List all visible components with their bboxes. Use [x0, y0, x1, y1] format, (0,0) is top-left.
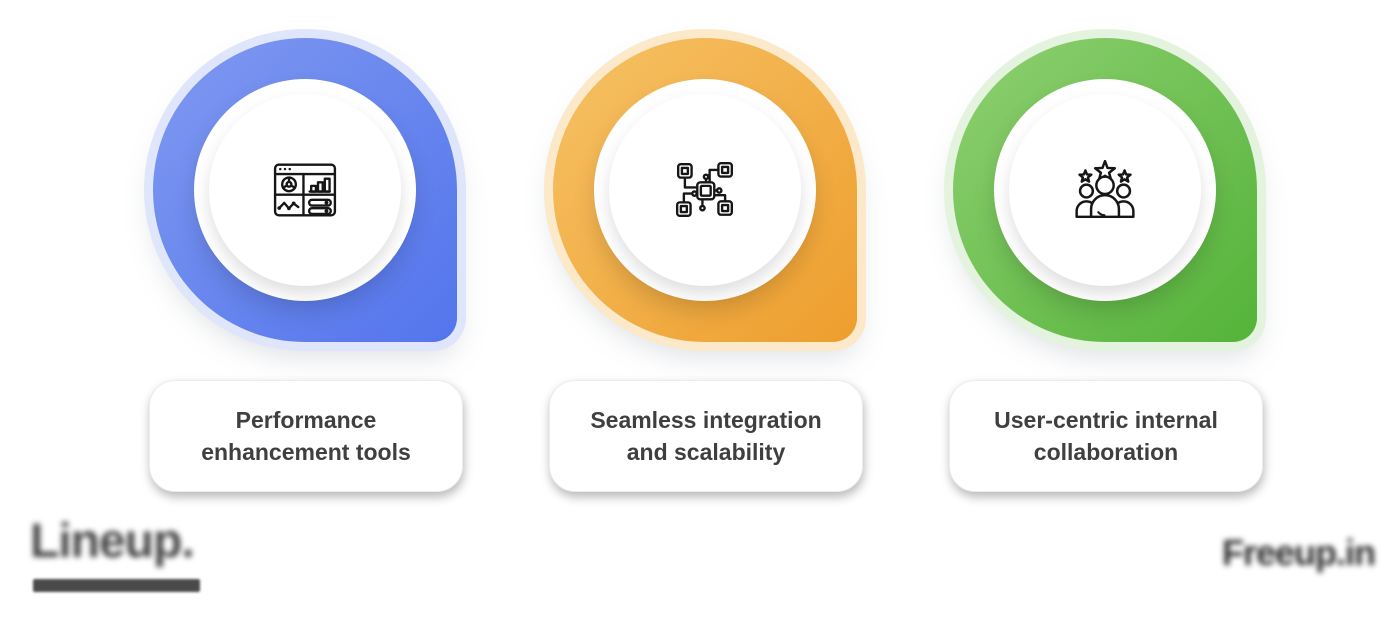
feature-label-line: Seamless integration	[590, 407, 822, 433]
icon-disc	[594, 79, 816, 301]
feature-label-line: Performance	[235, 407, 377, 433]
teardrop-shape-orange	[553, 38, 857, 342]
brand-logo-right: Freeup.in	[1222, 532, 1376, 573]
dashboard-analytics-icon	[273, 163, 337, 217]
icon-disc	[194, 79, 416, 301]
icon-disc-inner	[209, 94, 401, 286]
network-integration-icon	[675, 162, 733, 217]
icon-disc-inner	[1009, 94, 1201, 286]
feature-label-line: collaboration	[1033, 439, 1179, 465]
feature-card: User-centric internal collaboration	[949, 380, 1263, 492]
feature-label: User-centric internal collaboration	[994, 404, 1218, 468]
icon-disc	[994, 79, 1216, 301]
teardrop-shape-green	[953, 38, 1257, 342]
brand-logo-left: Lineup.	[30, 515, 195, 568]
feature-integration: Seamless integration and scalability	[549, 0, 863, 618]
feature-card: Seamless integration and scalability	[549, 380, 863, 492]
feature-performance: Performance enhancement tools	[149, 0, 463, 618]
teardrop-shape-blue	[153, 38, 457, 342]
feature-card: Performance enhancement tools	[149, 380, 463, 492]
icon-disc-inner	[609, 94, 801, 286]
feature-label: Performance enhancement tools	[201, 404, 411, 468]
team-rating-icon	[1075, 160, 1135, 219]
feature-collaboration: User-centric internal collaboration	[949, 0, 1263, 618]
feature-label-line: enhancement tools	[201, 439, 411, 465]
feature-label-line: and scalability	[626, 439, 786, 465]
feature-label-line: User-centric internal	[994, 407, 1218, 433]
brand-tagline-bar	[33, 579, 200, 592]
feature-label: Seamless integration and scalability	[590, 404, 821, 468]
